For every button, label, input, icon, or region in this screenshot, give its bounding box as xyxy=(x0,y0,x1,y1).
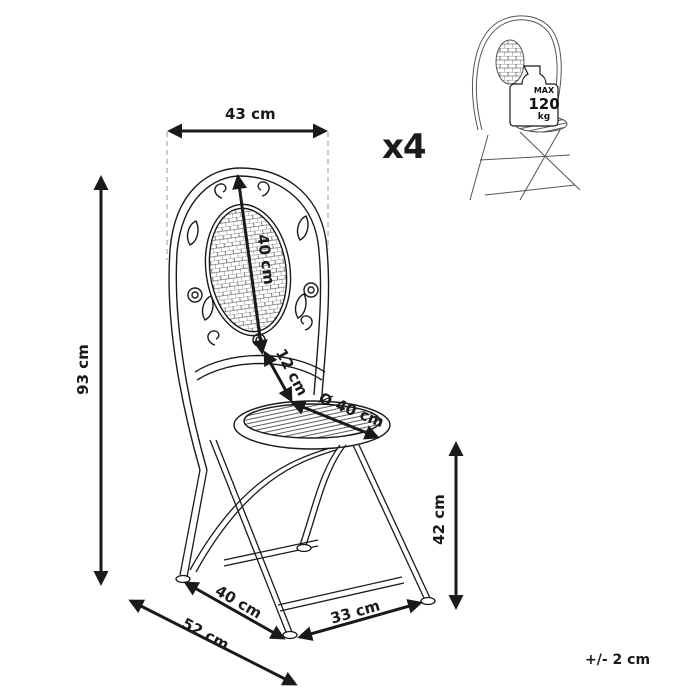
quantity-label: x4 xyxy=(382,127,427,167)
max-load-line2: 120 xyxy=(528,95,560,113)
seat-height-label: 42 cm xyxy=(429,494,448,545)
max-load-line3: kg xyxy=(537,112,551,122)
width-guides xyxy=(166,132,329,260)
tolerance-label: +/- 2 cm xyxy=(585,652,651,668)
dimension-arrows xyxy=(93,123,464,686)
total-height-label: 93 cm xyxy=(73,344,92,395)
back-width-label: 43 cm xyxy=(225,105,276,123)
weight-icon xyxy=(509,65,559,127)
max-load-line1: MAX xyxy=(533,86,555,95)
